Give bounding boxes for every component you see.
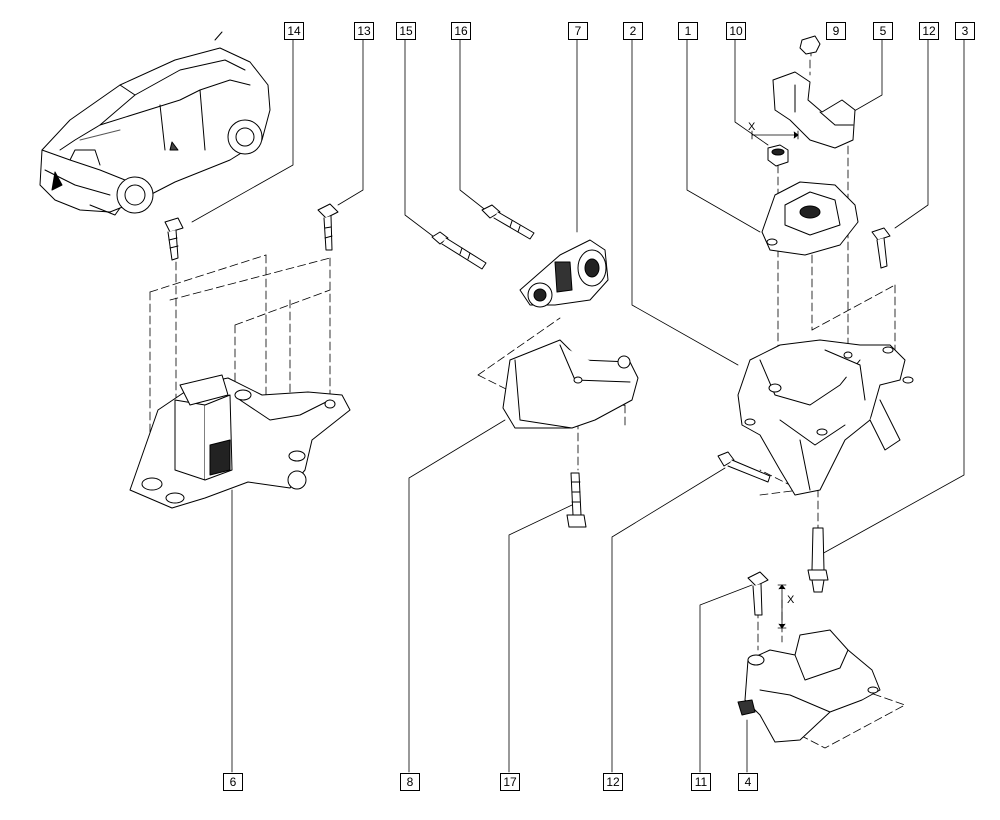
callout-3: 3 xyxy=(955,22,975,40)
dimension-markers xyxy=(751,130,799,629)
dimension-label-x-lower: X xyxy=(787,594,795,606)
callout-5: 5 xyxy=(873,22,893,40)
callout-14: 14 xyxy=(284,22,304,40)
vehicle-illustration xyxy=(39,31,271,216)
bolt-11 xyxy=(747,571,769,616)
callout-12-bottom: 12 xyxy=(603,773,623,791)
lower-bracket-4 xyxy=(737,629,881,743)
callout-1: 1 xyxy=(678,22,698,40)
bolt-12-upper xyxy=(871,227,891,269)
bolt-16 xyxy=(481,204,535,240)
callout-6: 6 xyxy=(223,773,243,791)
bolt-17 xyxy=(566,472,587,528)
dimension-label-x-upper: X xyxy=(748,121,756,133)
callout-11: 11 xyxy=(691,773,711,791)
mount-pad-1 xyxy=(761,181,859,256)
bolt-12-lower xyxy=(717,451,771,483)
callout-17: 17 xyxy=(500,773,520,791)
stop-5 xyxy=(772,71,856,149)
engine-mount-bracket-left xyxy=(129,374,351,509)
nut-9 xyxy=(799,35,821,55)
stud-3 xyxy=(807,527,829,593)
bolt-15 xyxy=(431,231,487,270)
callout-15: 15 xyxy=(396,22,416,40)
support-bracket-2 xyxy=(737,339,914,496)
callout-16: 16 xyxy=(451,22,471,40)
callout-2: 2 xyxy=(623,22,643,40)
bolt-13 xyxy=(317,203,339,251)
callout-10: 10 xyxy=(726,22,746,40)
bolt-14 xyxy=(164,217,184,261)
cover-8 xyxy=(502,339,639,429)
callout-12-top: 12 xyxy=(919,22,939,40)
callout-9: 9 xyxy=(826,22,846,40)
callout-4: 4 xyxy=(738,773,758,791)
nut-10 xyxy=(767,144,789,167)
callout-13: 13 xyxy=(354,22,374,40)
callout-8: 8 xyxy=(400,773,420,791)
callout-7: 7 xyxy=(568,22,588,40)
torque-rod-7 xyxy=(519,239,609,308)
